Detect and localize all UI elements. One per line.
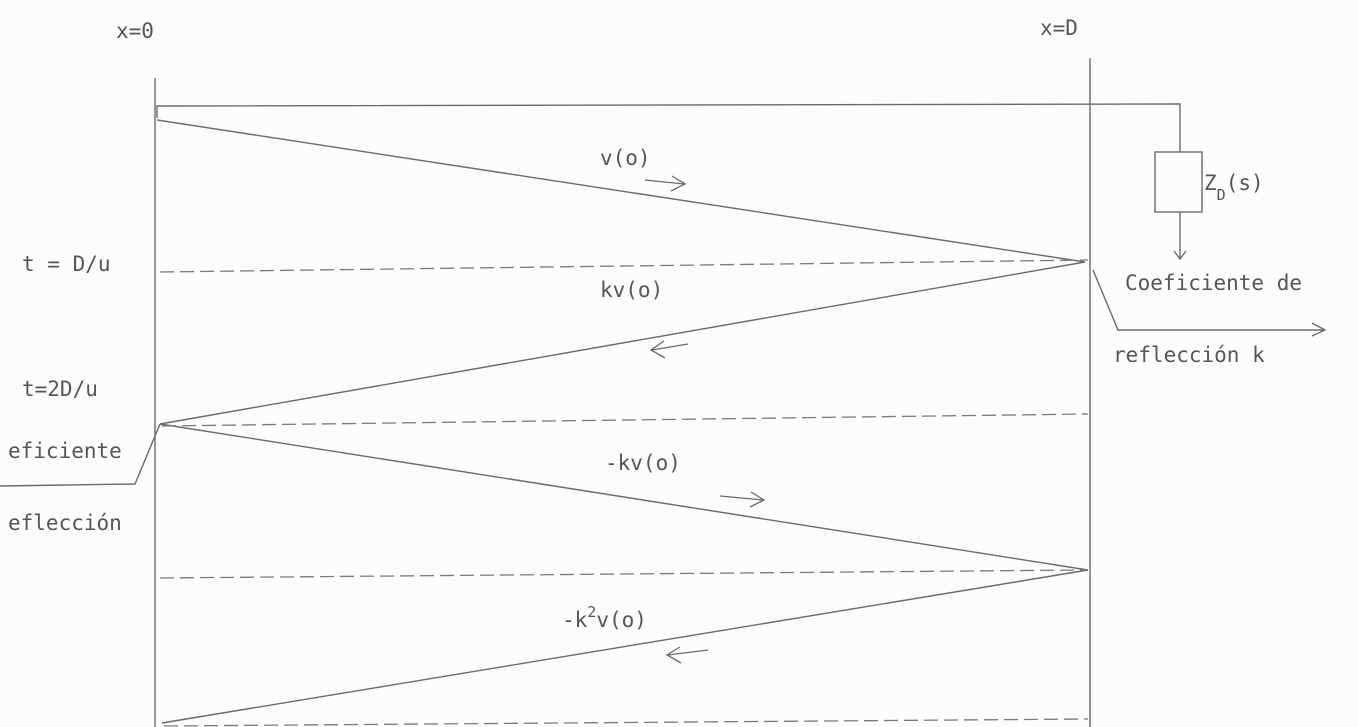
wave-2-label: kv(o): [600, 278, 663, 302]
wave-1-label: v(o): [600, 146, 651, 170]
load-impedance-box: [1154, 151, 1203, 213]
load-connection-line: [156, 103, 1181, 152]
right-arrow-2-icon: [719, 491, 766, 508]
wave-4-prefix: -k: [562, 608, 588, 632]
impedance-main: Z: [1204, 171, 1217, 195]
impedance-suffix: (s): [1226, 171, 1264, 195]
load-ground-arrow: [1173, 250, 1187, 261]
right-coef-line2: reflección k: [1113, 343, 1265, 367]
wave-4-suffix: v(o): [596, 608, 647, 632]
left-coef-line2: eflección: [8, 511, 122, 535]
right-coef-line1: Coeficiente de: [1125, 271, 1302, 295]
t-first-label: t = D/u: [22, 252, 111, 276]
left-coef-line1: eficiente: [8, 439, 122, 463]
wave-4-label: -k2v(o): [562, 603, 647, 632]
wave-4-exponent: 2: [587, 603, 596, 621]
time-dashed-line-2: [161, 413, 1089, 427]
time-dashed-line-4: [163, 718, 1089, 727]
left-coef-pointer: [0, 423, 161, 487]
right-arrow-1-icon: [644, 175, 687, 192]
left-arrow-2-icon: [665, 646, 709, 664]
right-coef-pointer: [1092, 269, 1325, 331]
t-second-label: t=2D/u: [22, 377, 98, 401]
x-end-label: x=D: [1040, 16, 1078, 40]
right-coef-pointer-arrowhead: [1311, 322, 1327, 337]
wave-line-4: [161, 569, 1089, 724]
x-origin-label: x=0: [116, 19, 154, 43]
wave-line-2: [159, 261, 1086, 425]
wave-line-3: [159, 423, 1089, 571]
time-dashed-line-1: [159, 259, 1089, 273]
impedance-subscript: D: [1217, 186, 1226, 204]
wave-line-1: [156, 119, 1086, 263]
left-arrow-1-icon: [649, 340, 689, 359]
time-dashed-line-3: [159, 569, 1087, 579]
wave-3-label: -kv(o): [605, 451, 681, 475]
impedance-label: ZD(s): [1204, 171, 1264, 204]
